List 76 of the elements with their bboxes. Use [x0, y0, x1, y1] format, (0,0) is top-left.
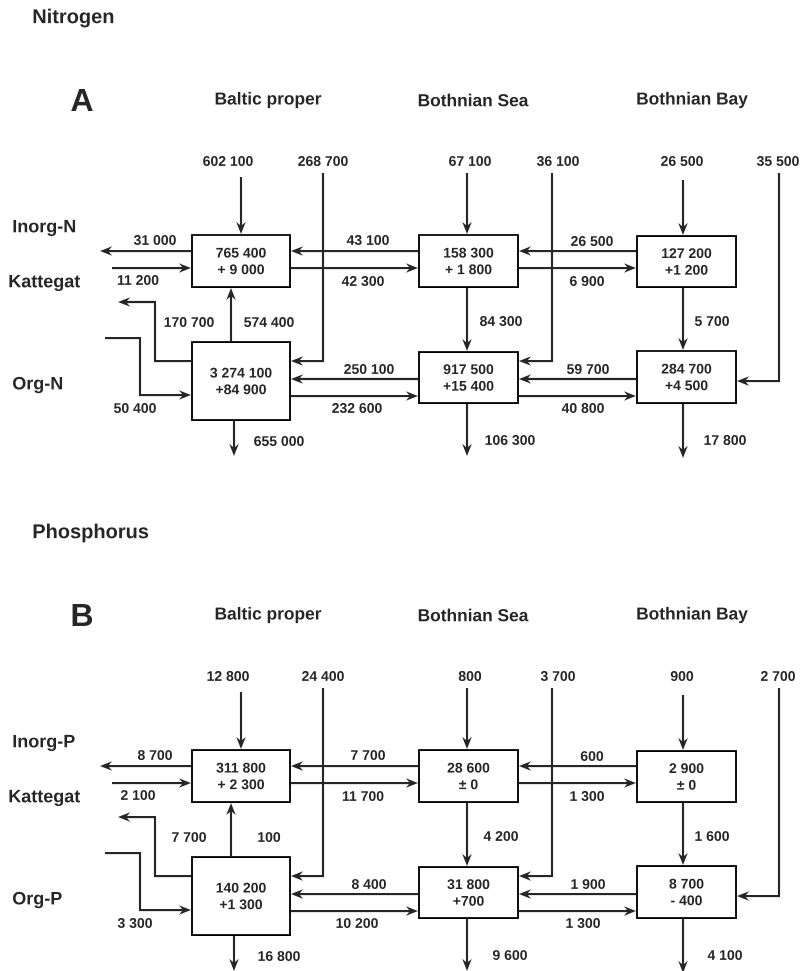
flow-value: 7 700	[172, 832, 206, 842]
value-box: 158 300 + 1 800	[418, 234, 519, 288]
row-label: Kattegat	[9, 274, 80, 292]
row-label: Org-N	[13, 376, 62, 394]
value-box: 31 800 +700	[418, 866, 519, 919]
flow-value: 2 700	[760, 671, 795, 681]
flow-value: 5 700	[694, 316, 729, 326]
flow-value: 84 300	[480, 316, 522, 326]
flow-value: 250 100	[344, 364, 394, 374]
flow-value: 1 600	[695, 831, 729, 841]
column-heading: Baltic proper	[216, 92, 322, 108]
flow-value: 2 100	[120, 790, 155, 800]
value-box: 765 400 + 9 000	[191, 234, 291, 288]
value-box: 140 200 +1 300	[191, 856, 291, 936]
flow-value: 24 400	[302, 671, 344, 681]
flow-value: 43 100	[346, 235, 389, 245]
flow-value: 67 100	[449, 156, 491, 166]
value-box: 2 900 ± 0	[636, 750, 737, 803]
flow-value: 42 300	[342, 276, 384, 286]
flow-value: 11 700	[342, 791, 384, 801]
flow-value: 574 400	[244, 317, 294, 327]
flow-value: 7 700	[351, 750, 385, 760]
column-heading: Bothnian Bay	[637, 92, 748, 108]
flow-value: 4 100	[708, 950, 742, 960]
section-heading: Nitrogen	[34, 8, 114, 28]
column-heading: Bothnian Sea	[418, 608, 528, 622]
flow-value: 1 300	[566, 918, 600, 928]
value-box: 284 700 +4 500	[636, 350, 737, 404]
flow-value: 16 800	[258, 951, 300, 961]
column-heading: Bothnian Sea	[418, 94, 528, 106]
flow-value: 1 900	[571, 879, 605, 889]
flow-value: 11 200	[118, 275, 158, 285]
flow-value: 40 800	[562, 403, 604, 413]
flow-value: 602 100	[203, 156, 253, 166]
value-box: 28 600 ± 0	[418, 749, 519, 803]
flow-value: 106 300	[486, 435, 535, 445]
flow-value: 800	[458, 671, 482, 681]
row-label: Org-P	[13, 892, 62, 908]
panel-letter: A	[71, 89, 93, 111]
flow-value: 3 300	[118, 918, 152, 928]
flow-value: 26 500	[571, 236, 613, 246]
flow-value: 50 400	[114, 403, 156, 413]
value-box: 917 500 +15 400	[418, 351, 519, 404]
row-label: Inorg-N	[13, 220, 76, 236]
flow-value: 900	[670, 671, 694, 681]
flow-value: 3 700	[540, 671, 575, 681]
flow-value: 36 100	[536, 156, 579, 166]
flow-value: 35 500	[756, 156, 799, 166]
flow-value: 31 000	[134, 235, 176, 245]
section-heading: Phosphorus	[34, 524, 148, 542]
value-box: 3 274 100 +84 900	[191, 341, 291, 421]
flow-value: 655 000	[254, 436, 304, 446]
row-label: Inorg-P	[13, 734, 75, 752]
flow-value: 12 800	[207, 671, 249, 681]
panel-letter: B	[72, 604, 92, 626]
flow-value: 9 600	[492, 950, 527, 960]
flow-value: 6 900	[570, 276, 604, 286]
flow-value: 1 300	[570, 791, 604, 801]
flow-value: 10 200	[336, 918, 378, 928]
flow-value: 59 700	[567, 364, 609, 374]
flow-value: 100	[258, 832, 280, 842]
row-label: Kattegat	[9, 790, 80, 806]
value-box: 127 200 +1 200	[636, 235, 737, 288]
flow-value: 4 200	[484, 831, 518, 841]
column-heading: Baltic proper	[216, 606, 322, 624]
flow-value: 232 600	[332, 403, 382, 413]
value-box: 8 700 - 400	[636, 865, 737, 919]
flow-value: 600	[580, 751, 604, 761]
flow-value: 170 700	[164, 317, 214, 327]
flow-value: 8 700	[138, 750, 172, 760]
flow-value: 8 400	[352, 879, 386, 889]
flow-value: 26 500	[661, 156, 703, 166]
flow-value: 17 800	[704, 435, 746, 445]
value-box: 311 800 + 2 300	[191, 749, 291, 803]
column-heading: Bothnian Bay	[637, 606, 748, 624]
flow-value: 268 700	[298, 156, 348, 166]
